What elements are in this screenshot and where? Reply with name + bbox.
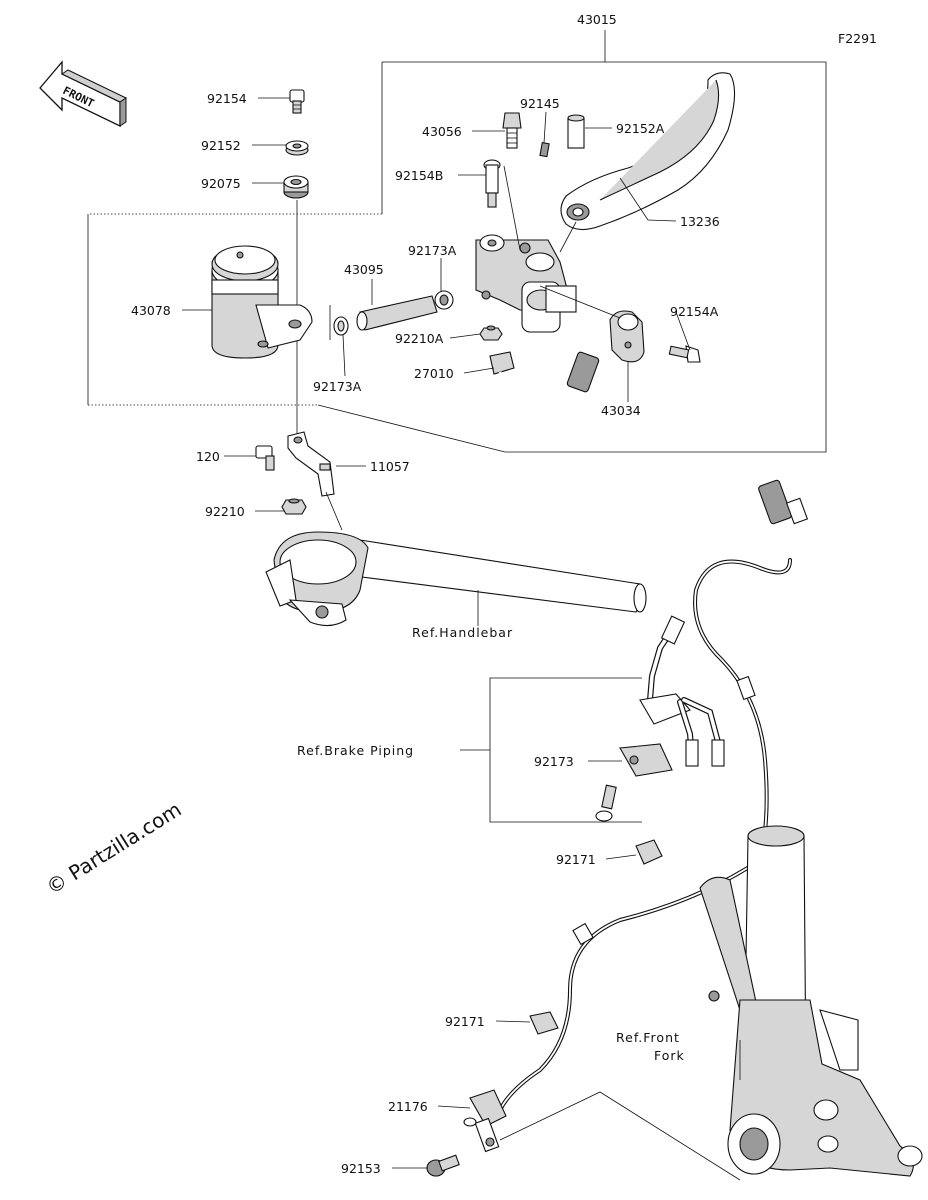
master-cylinder-body[interactable] <box>475 234 577 333</box>
banjo-fitting-43056[interactable] <box>502 112 522 149</box>
hose-43095[interactable] <box>356 295 438 331</box>
washer-92152[interactable] <box>285 140 309 156</box>
label-92171-upper: 92171 <box>556 852 596 867</box>
hose-clamp-92173[interactable] <box>619 743 673 777</box>
watermark: © Partzilla.com <box>42 797 186 899</box>
label-43095: 43095 <box>344 262 384 277</box>
label-92171-lower: 92171 <box>445 1014 485 1029</box>
label-92152A: 92152A <box>616 121 665 136</box>
label-43078: 43078 <box>131 303 171 318</box>
callout-labels: 43015 92154 92152 92075 43056 92145 9215… <box>131 12 720 1176</box>
label-92173: 92173 <box>534 754 574 769</box>
brake-hose-splitter <box>639 693 725 767</box>
brake-hose-upper <box>647 615 686 703</box>
ref-handlebar: Ref.Handlebar <box>412 625 513 640</box>
bolt-120[interactable] <box>255 445 275 471</box>
ref-front-fork-line2: Fork <box>654 1048 685 1063</box>
holder-clamp-43034[interactable] <box>609 310 645 363</box>
leader-lines <box>182 97 741 1169</box>
front-fork <box>699 825 923 1177</box>
nut-92210A[interactable] <box>479 325 503 341</box>
brake-piping-outline <box>460 677 642 823</box>
label-92154B: 92154B <box>395 168 443 183</box>
reservoir-43078[interactable] <box>211 245 313 359</box>
bolt-92154A[interactable] <box>668 345 701 363</box>
label-120: 120 <box>196 449 220 464</box>
nut-92210[interactable] <box>281 498 307 515</box>
label-43034: 43034 <box>601 403 641 418</box>
label-13236: 13236 <box>680 214 720 229</box>
sensor-mount-leader <box>499 1091 741 1181</box>
bracket-11057[interactable] <box>287 431 335 497</box>
label-11057: 11057 <box>370 459 410 474</box>
label-92154: 92154 <box>207 91 247 106</box>
label-92145: 92145 <box>520 96 560 111</box>
clamp-bolt[interactable] <box>595 784 617 822</box>
label-92210A: 92210A <box>395 331 444 346</box>
label-92173A-lower: 92173A <box>313 379 362 394</box>
clip-92171-lower[interactable] <box>529 1011 559 1035</box>
figure-code: F2291 <box>838 31 877 46</box>
clamp-92173A-upper[interactable] <box>434 290 454 310</box>
speed-sensor-21176[interactable] <box>463 1089 507 1153</box>
pin-92145[interactable] <box>539 141 550 158</box>
brake-switch-27010[interactable] <box>489 351 600 415</box>
label-92152: 92152 <box>201 138 241 153</box>
label-43015: 43015 <box>577 12 617 27</box>
clip-92171-upper[interactable] <box>635 839 663 865</box>
label-92210: 92210 <box>205 504 245 519</box>
label-43056: 43056 <box>422 124 462 139</box>
label-92173A-upper: 92173A <box>408 243 457 258</box>
label-27010: 27010 <box>414 366 454 381</box>
ref-front-fork-line1: Ref.Front <box>616 1030 680 1045</box>
master-cylinder-assembly-outline <box>87 30 827 453</box>
handlebar <box>265 531 647 627</box>
front-arrow-icon: FRONT <box>39 60 128 128</box>
speed-sensor-harness <box>498 479 809 1112</box>
label-92153: 92153 <box>341 1161 381 1176</box>
bolt-92153[interactable] <box>426 1154 460 1177</box>
brake-lever-13236[interactable] <box>560 72 736 231</box>
grommet-92075[interactable] <box>283 175 309 199</box>
collar-92152A[interactable] <box>567 114 585 149</box>
label-92075: 92075 <box>201 176 241 191</box>
pivot-bolt-92154B[interactable] <box>483 159 501 208</box>
label-21176: 21176 <box>388 1099 428 1114</box>
ref-brake-piping: Ref.Brake Piping <box>297 743 414 758</box>
label-92154A: 92154A <box>670 304 719 319</box>
bolt-92154[interactable] <box>289 89 305 114</box>
clamp-92173A-lower[interactable] <box>333 316 349 336</box>
